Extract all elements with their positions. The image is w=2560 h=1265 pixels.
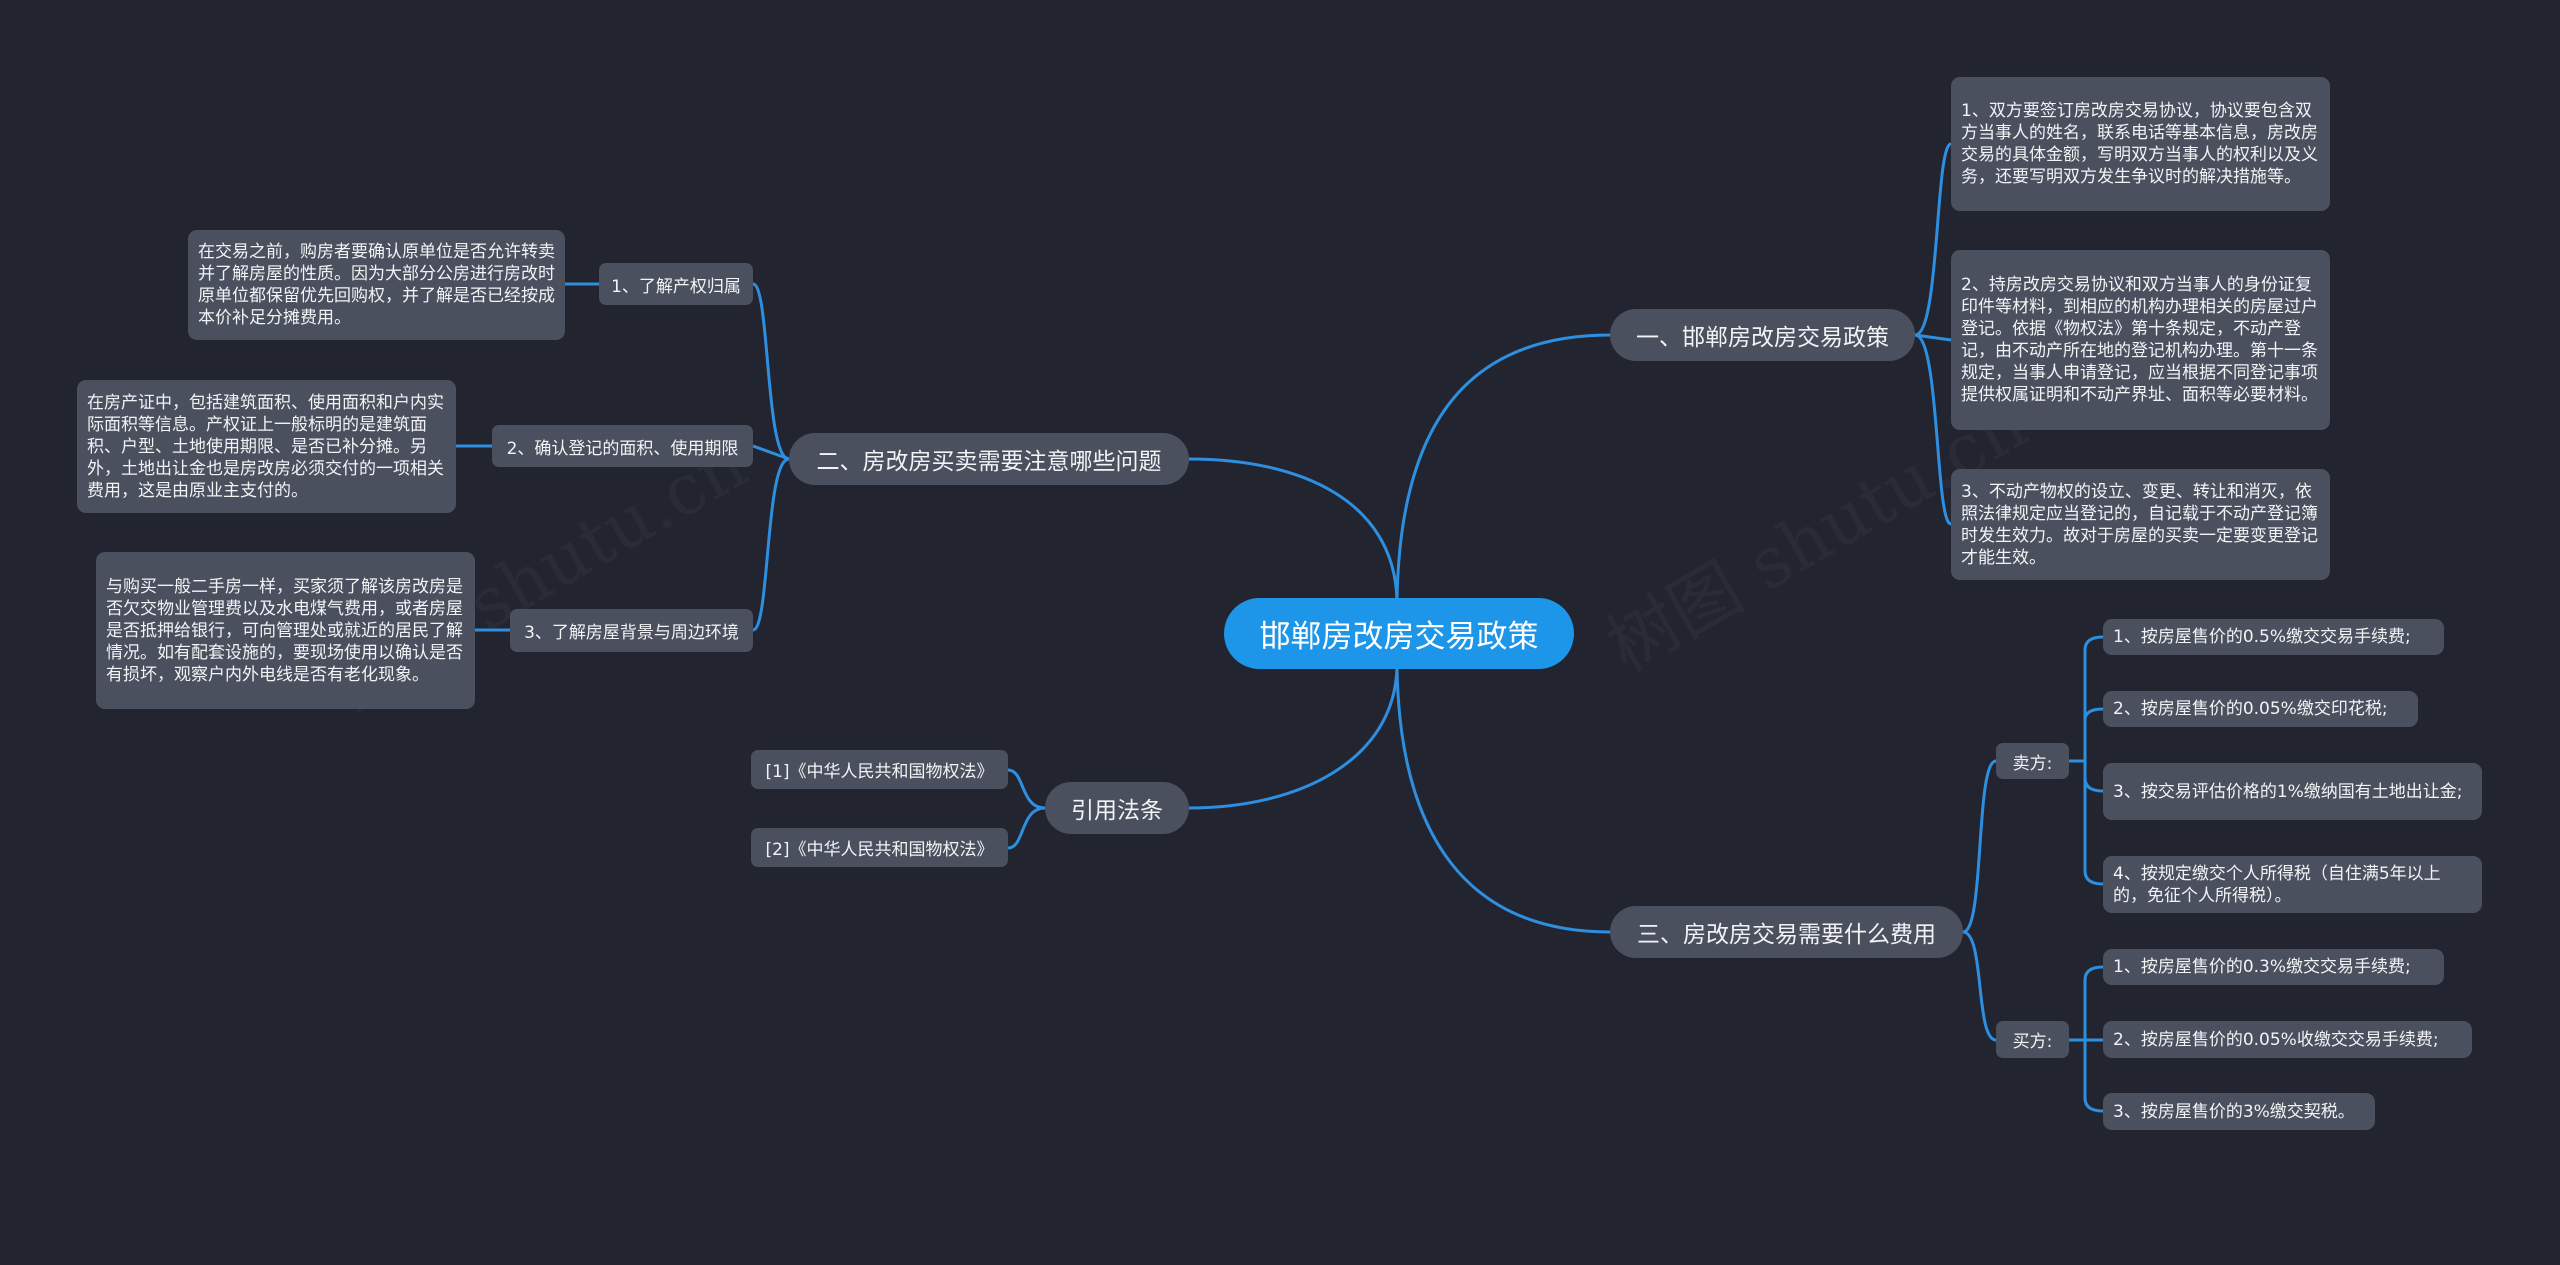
note-area-detail[interactable]: 在房产证中，包括建筑面积、使用面积和户内实际面积等信息。产权证上一般标明的是建筑…	[77, 380, 456, 513]
seller-fee-4[interactable]: 4、按规定缴交个人所得税（自住满5年以上的，免征个人所得税）。	[2103, 856, 2482, 913]
root-topic[interactable]: 邯郸房改房交易政策	[1224, 598, 1574, 669]
policy-item-1[interactable]: 1、双方要签订房改房交易协议，协议要包含双方当事人的姓名，联系电话等基本信息，房…	[1951, 77, 2330, 211]
connector	[752, 444, 790, 461]
citation-2[interactable]: [2]《中华人民共和国物权法》	[751, 828, 1008, 867]
connector	[2083, 1040, 2104, 1113]
connector	[752, 457, 790, 632]
connector	[1188, 667, 1399, 810]
branch-notes[interactable]: 二、房改房买卖需要注意哪些问题	[789, 433, 1189, 485]
connector	[1914, 142, 1953, 337]
connector	[1914, 333, 1952, 342]
connector	[2083, 965, 2104, 1040]
connector	[2083, 761, 2104, 793]
seller-fee-1[interactable]: 1、按房屋售价的0.5%缴交交易手续费;	[2103, 619, 2444, 655]
policy-item-2[interactable]: 2、持房改房交易协议和双方当事人的身份证复印件等材料，到相应的机构办理相关的房屋…	[1951, 250, 2330, 430]
citation-1[interactable]: [1]《中华人民共和国物权法》	[751, 750, 1008, 789]
connector	[2069, 635, 2104, 763]
connector	[1395, 667, 1611, 934]
connector	[1188, 457, 1399, 601]
connector	[1914, 333, 1953, 526]
connector	[2083, 707, 2104, 721]
branch-policy[interactable]: 一、邯郸房改房交易政策	[1610, 309, 1915, 361]
policy-item-3[interactable]: 3、不动产物权的设立、变更、转让和消灭，依照法律规定应当登记的，自记载于不动产登…	[1951, 469, 2330, 580]
note-background[interactable]: 3、了解房屋背景与周边环境	[510, 609, 753, 652]
connector	[752, 282, 790, 461]
connector	[1962, 930, 1997, 1042]
note-background-detail[interactable]: 与购买一般二手房一样，买家须了解该房改房是否欠交物业管理费以及水电煤气费用，或者…	[96, 552, 475, 709]
connector	[1395, 333, 1611, 601]
note-ownership-detail[interactable]: 在交易之前，购房者要确认原单位是否允许转卖并了解房屋的性质。因为大部分公房进行房…	[188, 230, 565, 340]
connector	[2083, 778, 2104, 886]
seller-label[interactable]: 卖方:	[1996, 743, 2069, 779]
branch-citations[interactable]: 引用法条	[1045, 782, 1189, 834]
buyer-fee-2[interactable]: 2、按房屋售价的0.05%收缴交交易手续费;	[2103, 1021, 2472, 1058]
connector	[1007, 768, 1046, 810]
connector	[1007, 806, 1046, 850]
note-area[interactable]: 2、确认登记的面积、使用期限	[492, 425, 753, 467]
buyer-label[interactable]: 买方:	[1996, 1021, 2069, 1058]
seller-fee-3[interactable]: 3、按交易评估价格的1%缴纳国有土地出让金;	[2103, 763, 2482, 820]
branch-fees[interactable]: 三、房改房交易需要什么费用	[1610, 906, 1963, 958]
note-ownership[interactable]: 1、了解产权归属	[599, 263, 753, 305]
buyer-fee-1[interactable]: 1、按房屋售价的0.3%缴交交易手续费;	[2103, 949, 2444, 985]
connector	[1962, 759, 1997, 934]
buyer-fee-3[interactable]: 3、按房屋售价的3%缴交契税。	[2103, 1093, 2375, 1130]
seller-fee-2[interactable]: 2、按房屋售价的0.05%缴交印花税;	[2103, 691, 2418, 727]
